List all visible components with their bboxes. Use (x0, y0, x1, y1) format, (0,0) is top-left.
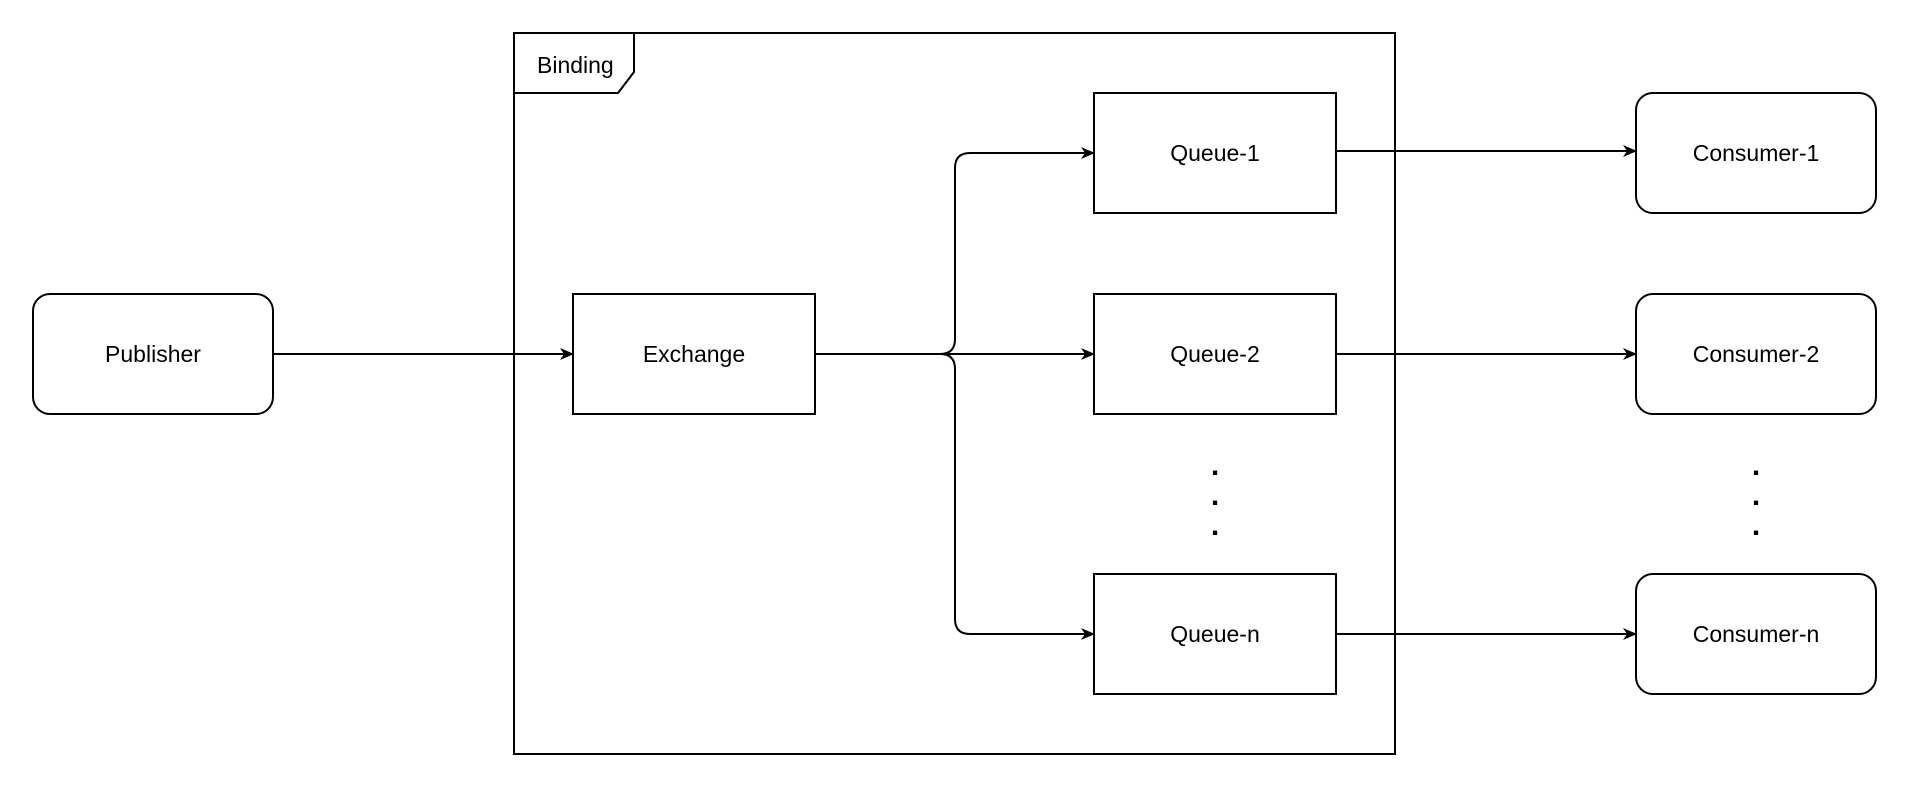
exchange-label: Exchange (643, 341, 745, 367)
consumer-1-label: Consumer-1 (1693, 140, 1820, 166)
queue-ellipsis-dot-2: . (1211, 479, 1219, 512)
queue-ellipsis-dot-1: . (1211, 449, 1219, 482)
consumer-ellipsis-dot-1: . (1752, 449, 1760, 482)
exchange-node[interactable]: Exchange (572, 293, 816, 415)
binding-frame-tab (513, 32, 635, 94)
queue-2-label: Queue-2 (1170, 341, 1260, 367)
consumer-2-node[interactable]: Consumer-2 (1635, 293, 1877, 415)
publisher-node[interactable]: Publisher (32, 293, 274, 415)
consumer-n-node[interactable]: Consumer-n (1635, 573, 1877, 695)
queue-2-node[interactable]: Queue-2 (1093, 293, 1337, 415)
arrow-exchange-to-queue-1 (815, 147, 1095, 355)
binding-frame: Binding (513, 32, 1396, 755)
queue-n-node[interactable]: Queue-n (1093, 573, 1337, 695)
connectors (273, 145, 1637, 640)
queue-n-label: Queue-n (1170, 621, 1260, 647)
consumer-ellipsis: . . . (1752, 449, 1760, 542)
queue-ellipsis: . . . (1211, 449, 1219, 542)
consumer-1-node[interactable]: Consumer-1 (1635, 92, 1877, 214)
binding-frame-label: Binding (537, 52, 614, 78)
consumer-2-label: Consumer-2 (1693, 341, 1820, 367)
queue-ellipsis-dot-3: . (1211, 509, 1219, 542)
queue-1-label: Queue-1 (1170, 140, 1260, 166)
consumer-ellipsis-dot-3: . (1752, 509, 1760, 542)
consumer-ellipsis-dot-2: . (1752, 479, 1760, 512)
arrow-exchange-to-queue-n (939, 353, 1095, 640)
publisher-label: Publisher (105, 341, 201, 367)
consumer-n-label: Consumer-n (1693, 621, 1820, 647)
queue-1-node[interactable]: Queue-1 (1093, 92, 1337, 214)
